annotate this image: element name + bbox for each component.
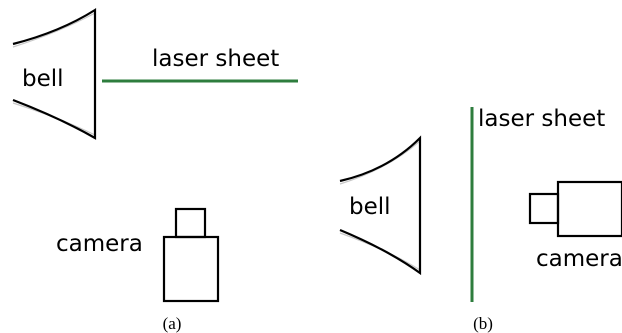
camera-label-b: camera [536,246,622,272]
laser-sheet-label-b: laser sheet [478,106,605,132]
panel-a: bell laser sheet camera (a) [12,8,298,333]
laser-sheet-label-a: laser sheet [152,46,279,72]
bell-b [339,135,422,276]
bell-label-a: bell [22,66,64,92]
camera-label-a: camera [56,231,143,257]
camera-a [162,207,220,303]
panel-b: bell laser sheet camera (b) [339,106,622,333]
bell-a [12,8,97,140]
caption-b: (b) [473,314,493,333]
bell-label-b: bell [349,194,391,220]
camera-b [528,180,622,238]
caption-a: (a) [163,314,182,333]
